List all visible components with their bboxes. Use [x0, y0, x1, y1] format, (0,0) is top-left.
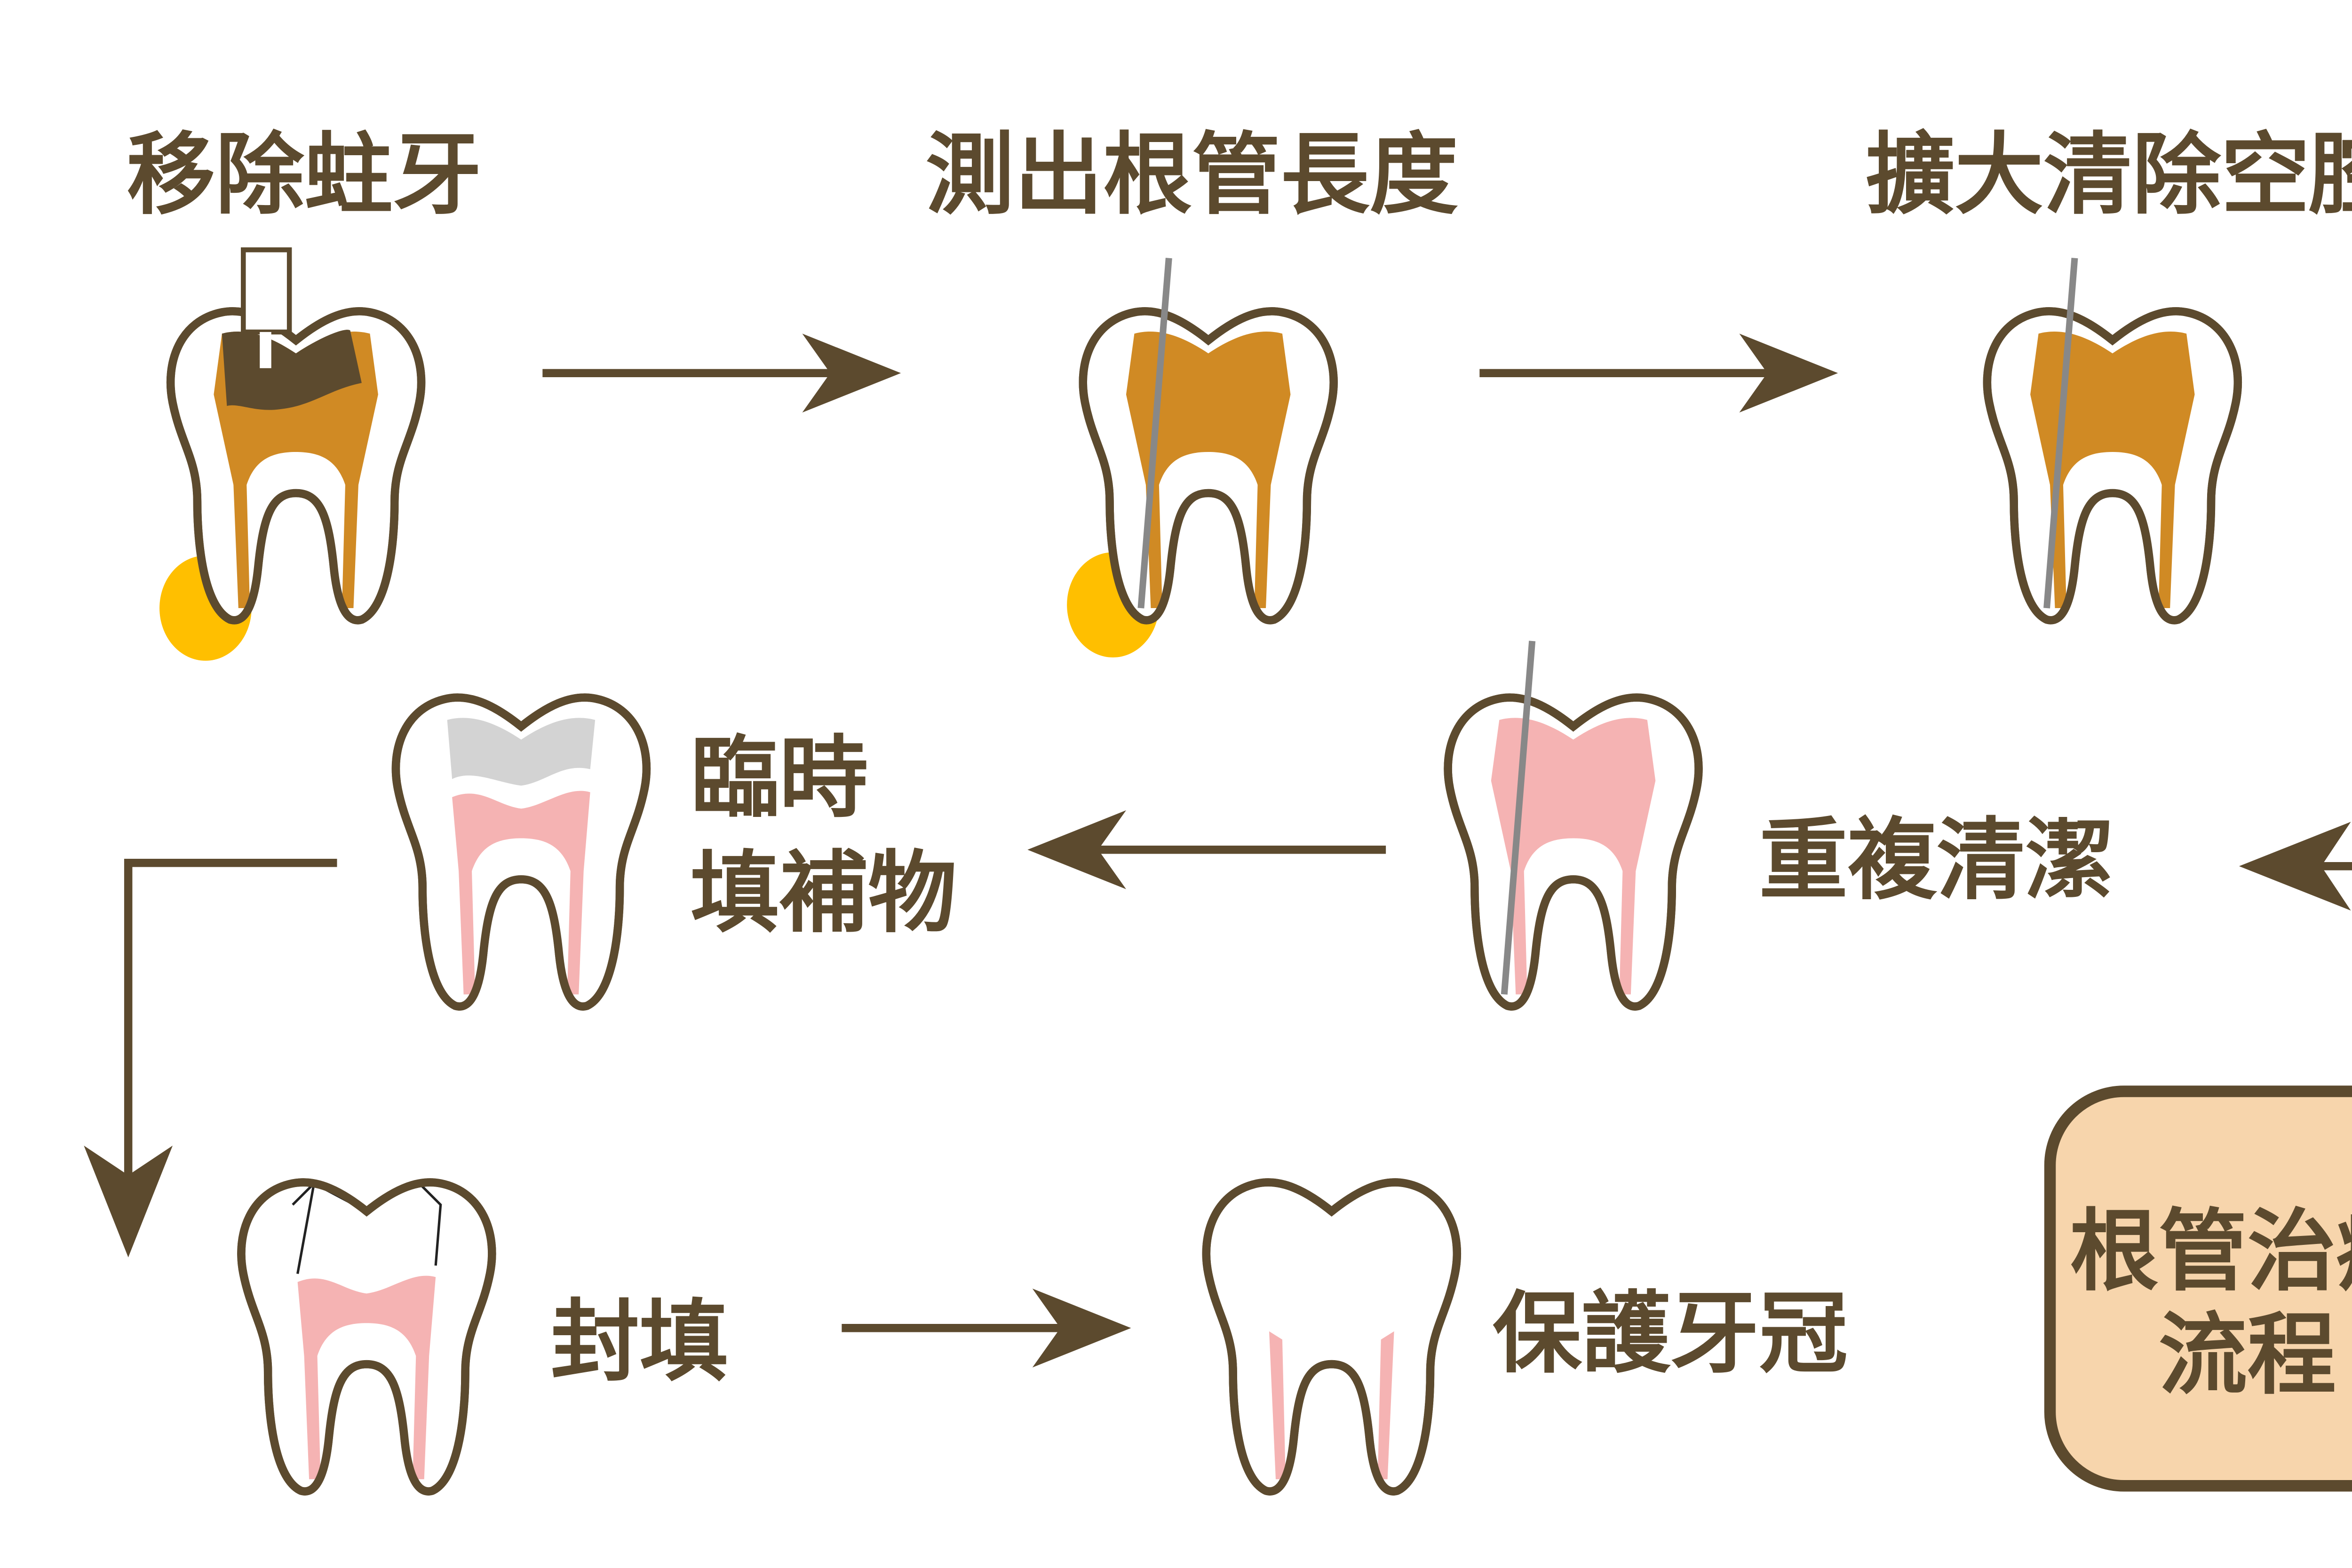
tooth-enlarge-clean: [1987, 258, 2238, 620]
step-5-label-line1: 臨時: [691, 726, 868, 830]
arrow-2-to-3: [1479, 333, 1838, 413]
file-probe-icon: [2043, 258, 2078, 609]
title-line2: 流程: [2159, 1303, 2336, 1407]
tooth-remove-decay: [159, 247, 421, 661]
arrow-4-to-5: [1027, 810, 1386, 889]
file-probe-icon: [1137, 258, 1172, 609]
temp-filling: [447, 718, 596, 786]
arrow-5-to-6: [84, 859, 337, 1258]
arrow-3-to-4: [2239, 822, 2352, 911]
step-3-label: 擴大清除空腔: [1866, 123, 2352, 227]
step-4-label: 重複清潔: [1759, 808, 2114, 912]
arrow-6-to-7: [842, 1288, 1131, 1368]
tooth-crown-protect: [1206, 1182, 1457, 1491]
tooth-seal: [241, 1182, 492, 1491]
arrow-1-to-2: [542, 333, 901, 413]
step-1-label: 移除蛀牙: [127, 123, 482, 227]
step-7-label: 保護牙冠: [1493, 1282, 1848, 1386]
decay-region: [222, 330, 362, 410]
file-probe-icon: [1501, 641, 1536, 995]
step-2-label: 測出根管長度: [926, 123, 1459, 227]
step-6-label: 封填: [551, 1290, 728, 1394]
tooth-measure-length: [1067, 258, 1334, 657]
tooth-temporary-filling: [396, 697, 646, 1006]
step-5-label-line2: 填補物: [691, 841, 957, 945]
tooth-repeat-clean: [1448, 641, 1699, 1006]
drill-tip: [260, 332, 271, 368]
drill-icon: [241, 247, 292, 335]
title-line1: 根管治療: [2070, 1200, 2352, 1303]
title-box: 根管治療 流程: [2044, 1085, 2352, 1492]
